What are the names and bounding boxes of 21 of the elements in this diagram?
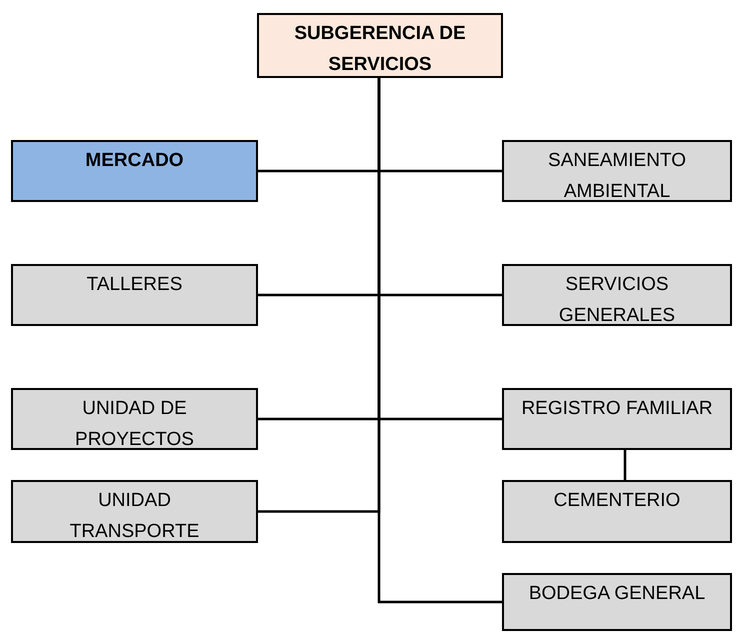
connector-line	[624, 450, 626, 480]
org-box	[11, 388, 258, 450]
org-box	[502, 388, 732, 450]
box-label: SANEAMIENTO AMBIENTAL	[547, 149, 687, 204]
box-label: TALLERES	[86, 273, 184, 297]
box-label: BODEGA GENERAL	[528, 582, 706, 606]
org-box	[502, 573, 732, 631]
box-label: REGISTRO FAMILIAR	[520, 397, 714, 421]
box-label: SUBGERENCIA DE SERVICIOS	[293, 22, 467, 77]
org-box	[11, 140, 258, 202]
org-box	[502, 264, 732, 326]
org-box	[11, 480, 258, 543]
org-box	[502, 480, 732, 543]
box-label: UNIDAD DE PROYECTOS	[74, 397, 195, 452]
box-label: CEMENTERIO	[552, 489, 682, 513]
org-box	[502, 140, 732, 202]
box-label: MERCADO	[84, 149, 185, 173]
org-box	[257, 13, 503, 78]
org-box	[11, 264, 258, 326]
box-label: UNIDAD TRANSPORTE	[68, 489, 200, 544]
box-label: SERVICIOS GENERALES	[558, 273, 676, 328]
